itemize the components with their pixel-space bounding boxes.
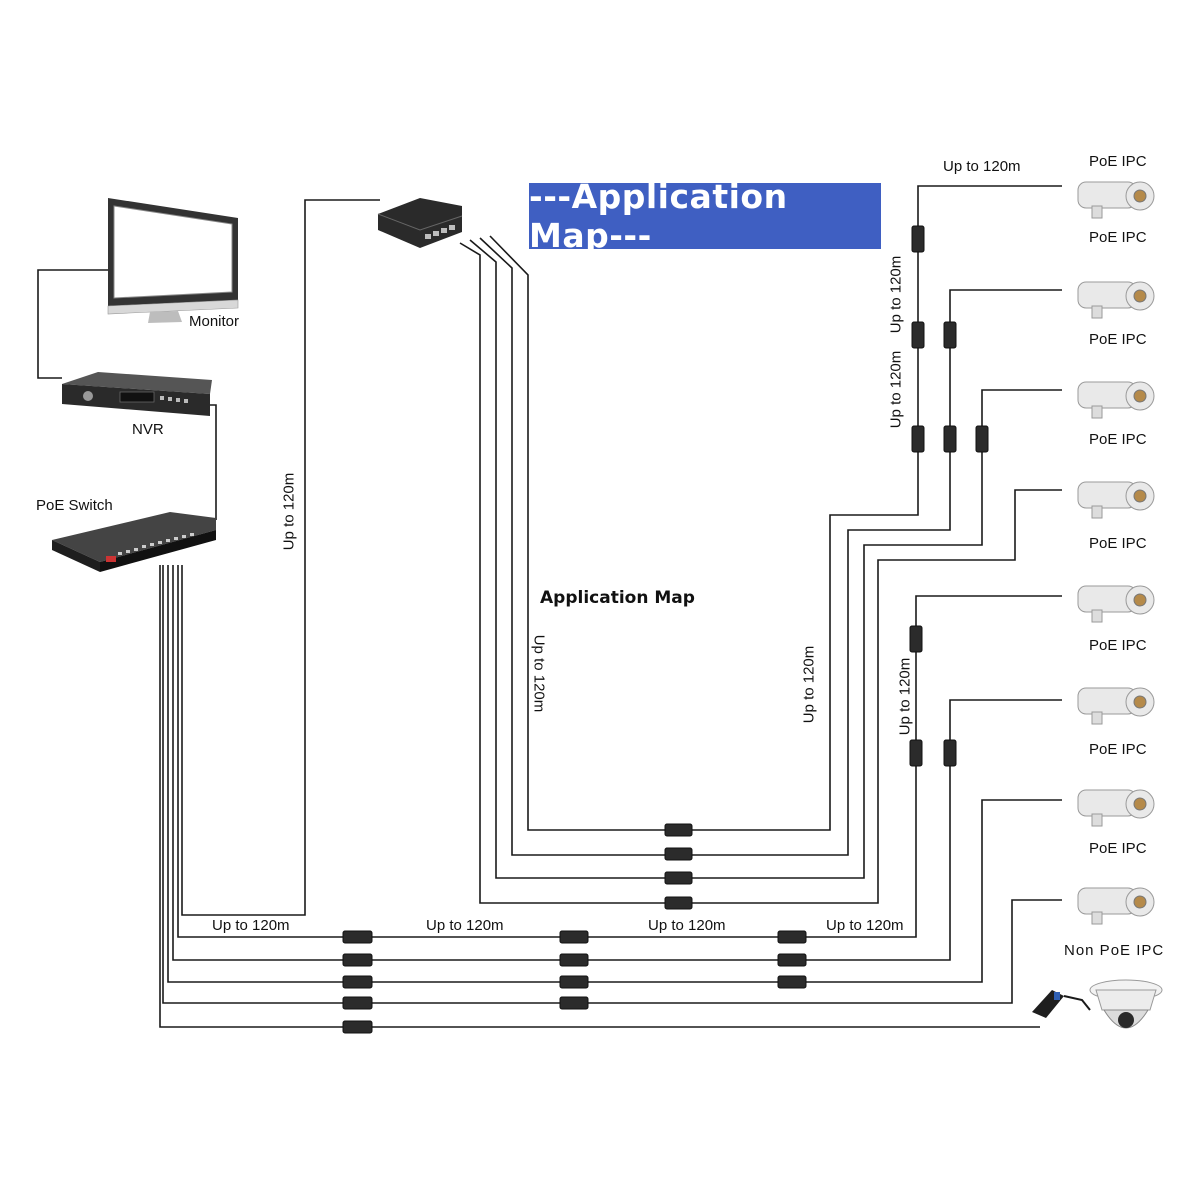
cascade-3 <box>981 389 1062 426</box>
camera-label: PoE IPC <box>1089 741 1147 758</box>
bullet-camera-icon <box>1077 789 1155 827</box>
non-poe-camera-label: Non PoE IPC <box>1064 942 1165 959</box>
injector <box>342 975 373 989</box>
monitor-label: Monitor <box>189 313 240 330</box>
mid-run-1 <box>692 452 919 831</box>
distance-label: Up to 120m <box>426 917 504 934</box>
cascade-2 <box>949 289 1062 426</box>
injector <box>342 996 373 1010</box>
distance-label: Up to 120m <box>212 917 290 934</box>
row-3-seg <box>372 799 1062 983</box>
injector <box>911 425 925 453</box>
injector <box>943 425 957 453</box>
bullet-camera-icon <box>1077 887 1155 925</box>
distance-label: Up to 120m <box>826 917 904 934</box>
dome-camera-icon <box>1089 979 1163 1029</box>
bullet-camera-icon <box>1077 585 1155 623</box>
switch-run-1 <box>177 565 343 938</box>
camera-label: PoE IPC <box>1089 229 1147 246</box>
injector <box>342 1020 373 1034</box>
monitor-nvr-cable <box>37 269 108 379</box>
camera-label: PoE IPC <box>1089 535 1147 552</box>
injector <box>664 823 693 837</box>
camera-label: PoE IPC <box>1089 637 1147 654</box>
cascade-1 <box>917 185 1062 426</box>
injector <box>943 321 957 349</box>
extender-cable-2 <box>469 239 665 879</box>
injector <box>909 625 923 653</box>
switch-run-3 <box>167 565 343 983</box>
extender-cable-4 <box>489 235 665 831</box>
injector <box>911 225 925 253</box>
nvr-switch-cable <box>208 404 217 520</box>
extender-cable-3 <box>479 237 665 856</box>
injector <box>664 847 693 861</box>
injector <box>559 996 589 1010</box>
injector <box>911 321 925 349</box>
row-1-seg <box>372 765 917 938</box>
distance-label: Up to 120m <box>887 350 905 429</box>
bullet-camera-icon <box>1077 481 1155 519</box>
bullet-camera-icon <box>1077 181 1155 219</box>
bullet-camera-icon <box>1077 687 1155 725</box>
poe-switch-icon <box>52 512 216 572</box>
injector <box>975 425 989 453</box>
distance-label: Up to 120m <box>800 645 818 724</box>
nvr-label: NVR <box>132 421 164 438</box>
cascade-4 <box>915 595 1062 740</box>
title-banner: ---Application Map--- <box>529 177 881 255</box>
bullet-camera-icon <box>1077 381 1155 419</box>
camera-label: PoE IPC <box>1089 331 1147 348</box>
camera-label: PoE IPC <box>1089 840 1147 857</box>
cascade-5 <box>949 699 1062 740</box>
injector <box>943 739 957 767</box>
page-title: ---Application Map--- <box>529 177 788 255</box>
mid-run-4 <box>692 489 1062 904</box>
injector <box>559 930 589 944</box>
distance-label: Up to 120m <box>887 255 905 334</box>
injector <box>342 953 373 967</box>
bullet-camera-icon <box>1077 281 1155 319</box>
row-2-seg <box>372 765 951 961</box>
injector <box>664 871 693 885</box>
diagram-subtitle: Application Map <box>540 588 695 608</box>
distance-label: Up to 120m <box>896 657 914 736</box>
poe-splitter-icon <box>1032 990 1091 1018</box>
injector <box>559 953 589 967</box>
switch-run-5 <box>159 565 343 1028</box>
poe-switch-label: PoE Switch <box>36 497 113 514</box>
distance-label: Up to 120m <box>943 158 1021 175</box>
camera-label: PoE IPC <box>1089 431 1147 448</box>
nvr-icon <box>62 372 212 416</box>
camera-icons <box>1077 181 1155 925</box>
injector <box>777 930 807 944</box>
distance-label: Up to 120m <box>530 634 548 713</box>
extender-cable-1 <box>459 242 665 904</box>
distance-label: Up to 120m <box>648 917 726 934</box>
camera-label: PoE IPC <box>1089 153 1147 170</box>
monitor-icon <box>107 198 239 323</box>
mid-run-2 <box>692 452 951 856</box>
row-4-seg <box>372 899 1062 1004</box>
switch-run-4 <box>162 565 343 1004</box>
injector <box>559 975 589 989</box>
distance-label: Up to 120m <box>280 472 298 551</box>
switch-run-2 <box>172 565 343 961</box>
injector <box>777 975 807 989</box>
injector <box>777 953 807 967</box>
injector <box>342 930 373 944</box>
injector <box>664 896 693 910</box>
poe-extender-icon <box>377 198 463 248</box>
injector <box>909 739 923 767</box>
mid-run-3 <box>692 452 983 879</box>
switch-extender-cable <box>181 199 380 916</box>
